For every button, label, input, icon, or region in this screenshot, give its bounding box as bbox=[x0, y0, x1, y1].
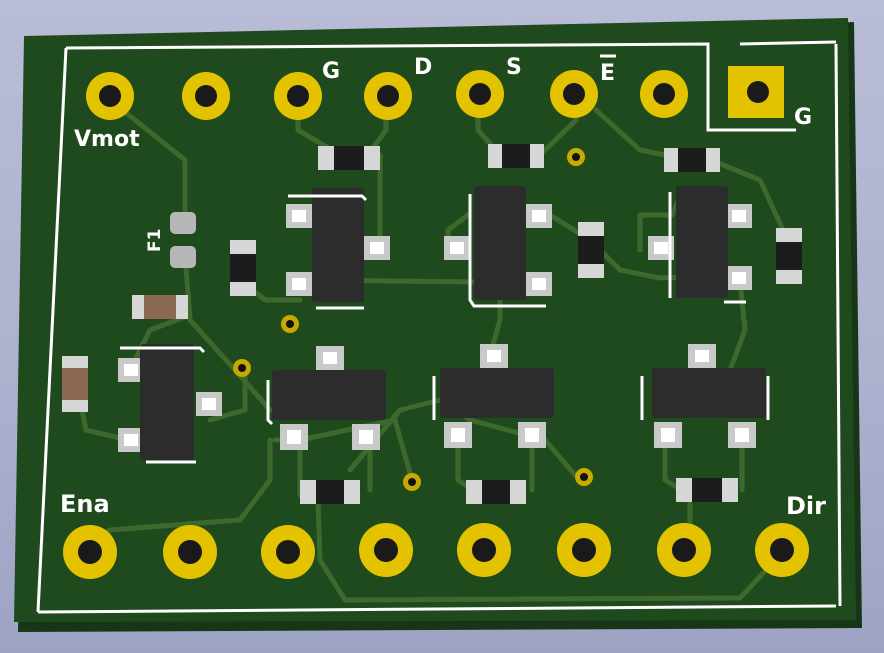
regulator-u1 bbox=[118, 344, 222, 464]
transistor-q2 bbox=[444, 186, 552, 308]
th-pad bbox=[182, 72, 230, 120]
th-pad bbox=[163, 525, 217, 579]
via bbox=[281, 315, 299, 333]
resistor bbox=[300, 480, 360, 504]
label-e-bar: E bbox=[600, 61, 615, 86]
transistor-q5 bbox=[432, 344, 554, 448]
th-pad bbox=[359, 523, 413, 577]
th-pad bbox=[364, 72, 412, 120]
th-pad bbox=[755, 523, 809, 577]
th-pad bbox=[261, 525, 315, 579]
th-pad bbox=[550, 70, 598, 118]
via bbox=[575, 468, 593, 486]
th-pad bbox=[456, 70, 504, 118]
via bbox=[403, 473, 421, 491]
label-dir: Dir bbox=[786, 492, 826, 520]
th-pad bbox=[640, 70, 688, 118]
th-pad bbox=[457, 523, 511, 577]
label-g-top: G bbox=[322, 59, 340, 84]
passive-components bbox=[62, 144, 802, 504]
label-g-right: G bbox=[794, 105, 812, 130]
resistor bbox=[466, 480, 526, 504]
capacitor bbox=[62, 356, 88, 412]
resistor bbox=[664, 148, 720, 172]
resistor bbox=[318, 146, 380, 170]
vias bbox=[233, 148, 593, 491]
label-vmot: Vmot bbox=[74, 127, 140, 152]
resistor bbox=[230, 240, 256, 296]
th-pad bbox=[86, 72, 134, 120]
th-pad bbox=[557, 523, 611, 577]
header-top bbox=[86, 66, 784, 120]
fuse-f1 bbox=[170, 212, 196, 268]
silkscreen-outline bbox=[36, 40, 842, 614]
label-d: D bbox=[414, 55, 432, 80]
th-pad bbox=[274, 72, 322, 120]
th-pad bbox=[657, 523, 711, 577]
resistor bbox=[676, 478, 738, 502]
th-pad bbox=[63, 525, 117, 579]
label-s: S bbox=[506, 55, 522, 80]
header-bottom bbox=[63, 523, 809, 579]
via bbox=[567, 148, 585, 166]
resistor bbox=[488, 144, 544, 168]
resistor bbox=[776, 228, 802, 284]
via bbox=[233, 359, 251, 377]
capacitor bbox=[132, 295, 188, 319]
label-ena: Ena bbox=[60, 490, 110, 518]
transistor-q1 bbox=[286, 188, 390, 310]
label-f1: F1 bbox=[145, 229, 165, 252]
resistor bbox=[578, 222, 604, 278]
th-pad-square bbox=[728, 66, 784, 118]
transistor-q3 bbox=[648, 186, 752, 304]
transistor-q4 bbox=[266, 346, 386, 450]
pcb-board bbox=[14, 18, 856, 622]
transistor-q6 bbox=[640, 344, 770, 448]
